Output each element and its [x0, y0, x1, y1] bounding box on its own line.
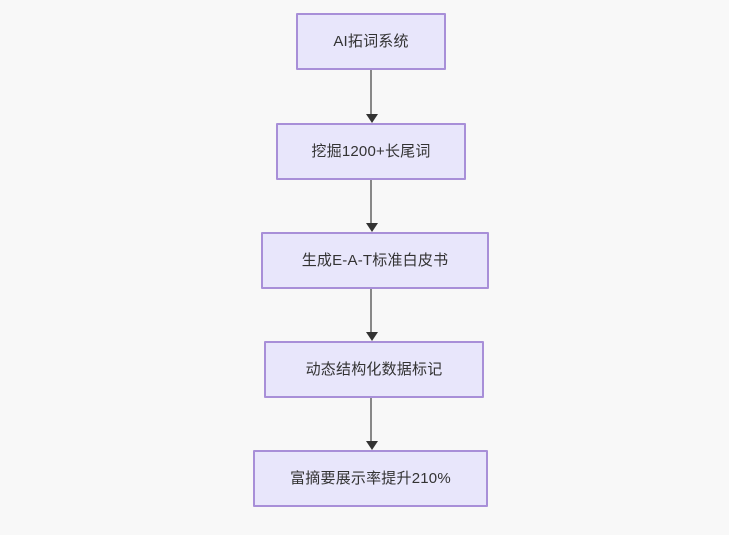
flowchart-node-generate-eat-whitepaper[interactable]: 生成E-A-T标准白皮书: [261, 232, 489, 289]
arrowhead-icon: [366, 441, 378, 450]
arrowhead-icon: [366, 332, 378, 341]
node-label: AI拓词系统: [333, 32, 409, 50]
node-label: 挖掘1200+长尾词: [311, 142, 431, 160]
node-label: 富摘要展示率提升210%: [290, 469, 451, 487]
edge-line: [370, 180, 372, 224]
arrowhead-icon: [366, 114, 378, 123]
arrowhead-icon: [366, 223, 378, 232]
node-label: 动态结构化数据标记: [305, 360, 443, 378]
edge-line: [370, 289, 372, 333]
edge-line: [370, 70, 372, 115]
flowchart-node-rich-snippet-rate-increase[interactable]: 富摘要展示率提升210%: [253, 450, 488, 507]
flowchart-node-dynamic-structured-data-markup[interactable]: 动态结构化数据标记: [264, 341, 484, 398]
edge-line: [370, 398, 372, 442]
node-label: 生成E-A-T标准白皮书: [301, 251, 449, 269]
flowchart-node-ai-keyword-system[interactable]: AI拓词系统: [296, 13, 446, 70]
flowchart-node-mine-longtail-keywords[interactable]: 挖掘1200+长尾词: [276, 123, 466, 180]
